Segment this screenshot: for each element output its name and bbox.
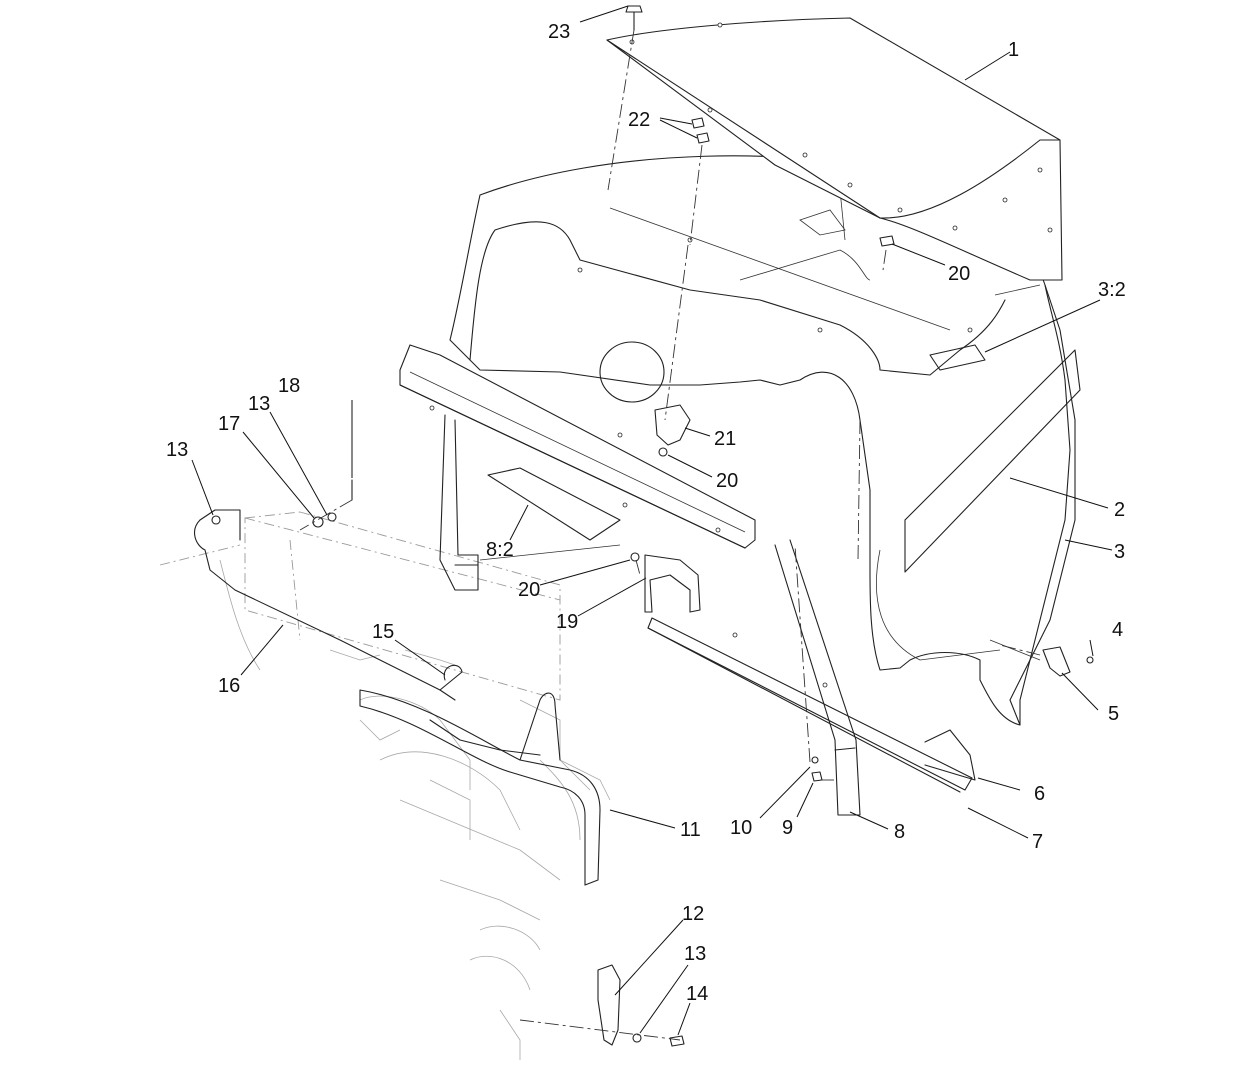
rod-16 [194, 509, 456, 701]
callout-21: 21 [714, 428, 736, 450]
callout-19: 19 [556, 611, 578, 633]
callout-8: 8 [894, 821, 905, 843]
callout-10: 10 [730, 817, 752, 839]
callout-12: 12 [682, 903, 704, 925]
front-header-bar [399, 344, 756, 561]
callout-4: 4 [1112, 619, 1123, 641]
callout-7: 7 [1032, 831, 1043, 853]
callout-22: 22 [628, 109, 650, 131]
left-post [439, 414, 479, 591]
hardware-items [211, 5, 1094, 1047]
callout-17: 17 [218, 413, 240, 435]
roof-panel [606, 17, 1063, 281]
leader-lines [191, 5, 1113, 1036]
callout-9: 9 [782, 817, 793, 839]
callout-11: 11 [680, 819, 701, 841]
ghost-machine-frame [159, 511, 611, 1060]
callout-1: 1 [1008, 39, 1019, 61]
callout-18: 18 [278, 375, 300, 397]
handle-frame [359, 689, 601, 886]
bracket-19 [644, 554, 701, 613]
callout-20-top: 20 [948, 263, 970, 285]
callout-13-left: 13 [166, 439, 188, 461]
latch-5 [1042, 646, 1071, 677]
callout-23: 23 [548, 21, 570, 43]
callout-16: 16 [218, 675, 240, 697]
callout-2: 2 [1114, 499, 1125, 521]
callout-3: 3 [1114, 541, 1125, 563]
callout-13-lower: 13 [684, 943, 706, 965]
callout-20-mid: 20 [716, 470, 738, 492]
callout-5: 5 [1108, 703, 1119, 725]
callout-14: 14 [686, 983, 708, 1005]
callout-3-2: 3:2 [1098, 279, 1126, 301]
seal-strip [647, 617, 976, 793]
callout-15: 15 [372, 621, 394, 643]
right-post [774, 539, 861, 816]
callout-8-2: 8:2 [486, 539, 514, 561]
decal-8-2 [487, 467, 621, 541]
bracket-21 [654, 404, 691, 446]
callout-6: 6 [1034, 783, 1045, 805]
callout-labels: 23 1 22 20 3:2 21 20 2 3 4 5 6 7 8 9 10 … [166, 21, 1126, 1005]
callout-20-low: 20 [518, 579, 540, 601]
callout-13-upper: 13 [248, 393, 270, 415]
assembly-centerlines [299, 29, 1041, 1041]
pedal-12 [597, 964, 621, 1046]
